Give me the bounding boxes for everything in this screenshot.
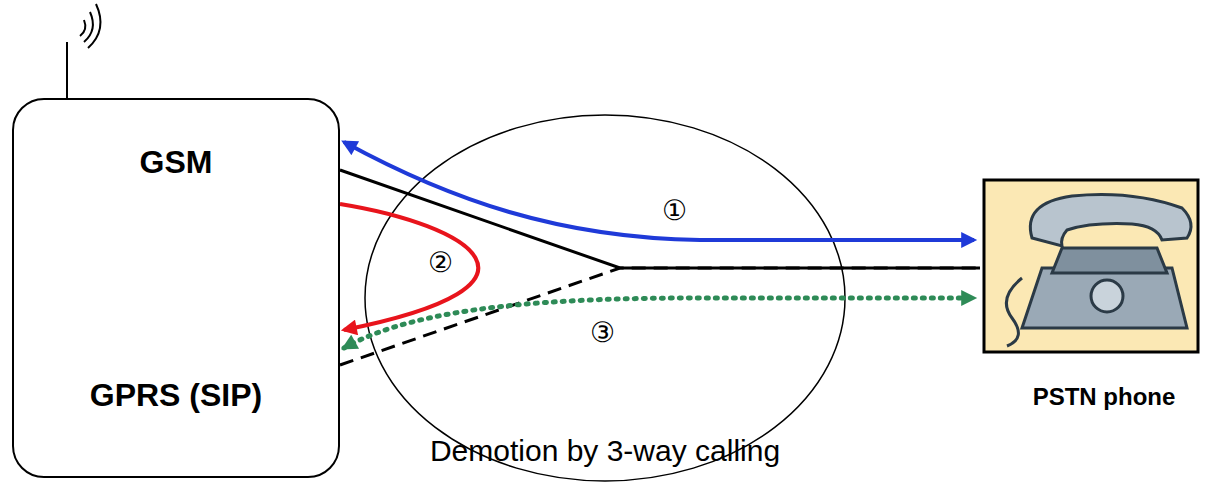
call-path-dotted [344,298,974,348]
call-path [344,142,974,240]
callout-number: ① [660,196,689,226]
icon-frame [984,180,1198,352]
signal-line-dashed [340,268,980,365]
antenna [66,42,68,98]
handset [1030,195,1191,247]
telephone-icon [982,178,1202,358]
radio-wave [80,20,85,36]
phone-base [1022,268,1187,328]
phone-cord [1006,278,1022,346]
caption: Demotion by 3-way calling [0,434,1210,468]
device-label: PSTN phone [980,383,1225,411]
interface-label: GPRS (SIP) [14,377,338,414]
pstn-phone: PSTN phone [980,178,1225,418]
radio-wave [84,12,93,42]
radio-wave [88,4,101,48]
dial [1091,280,1123,312]
callout-number: ② [426,248,455,278]
phone-top [1052,248,1167,273]
mobile-device: GSM GPRS (SIP) [12,98,340,478]
callout-number: ③ [588,318,617,348]
interface-label: GSM [14,144,338,181]
